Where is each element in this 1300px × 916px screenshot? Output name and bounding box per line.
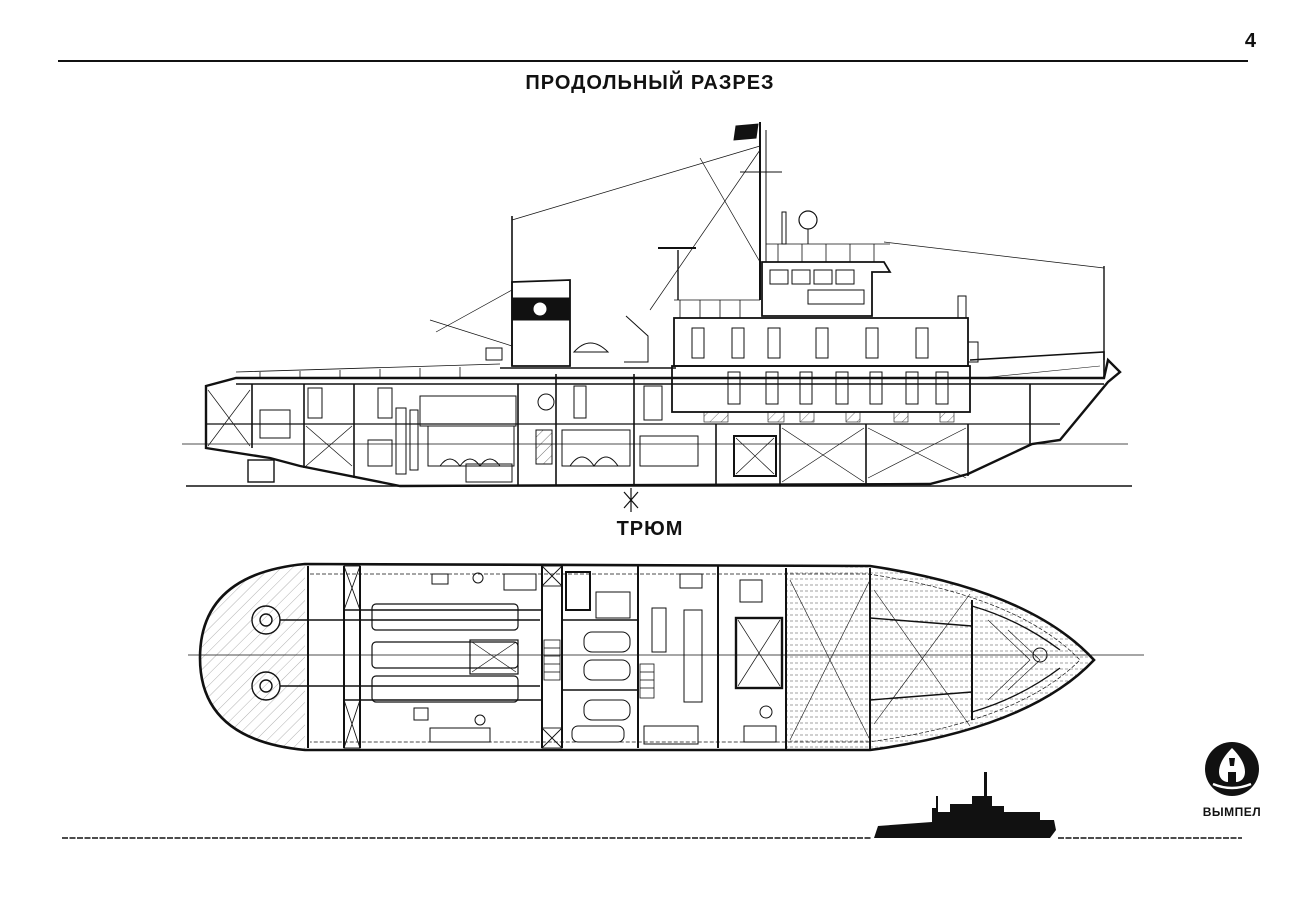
longitudinal-section (182, 122, 1132, 512)
section-title: ПРОДОЛЬНЫЙ РАЗРЕЗ (525, 72, 775, 94)
hold-title: ТРЮМ (616, 518, 684, 540)
page-number: 4 (1244, 30, 1256, 52)
vympel-logo: ВЫМПЕЛ (1196, 740, 1268, 819)
hold-plan (188, 562, 1144, 752)
flag (733, 123, 759, 141)
top-rule (58, 60, 1248, 62)
funnel (511, 279, 571, 367)
logo-name: ВЫМПЕЛ (1202, 805, 1262, 819)
vympel-logo-icon (1205, 742, 1259, 796)
ship-silhouette-icon (874, 772, 1056, 838)
hull-outline (204, 357, 1122, 488)
